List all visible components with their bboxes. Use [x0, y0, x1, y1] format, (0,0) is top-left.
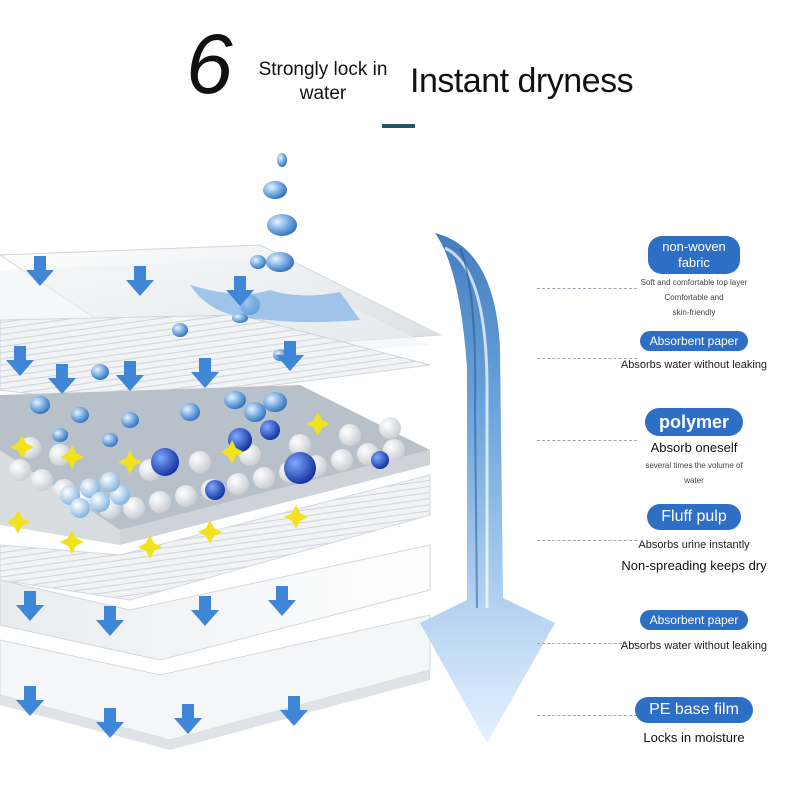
- title-underline: [382, 124, 415, 128]
- layer-description: Non-spreading keeps dry: [621, 558, 767, 573]
- layer-title-pill: Absorbent paper: [639, 610, 749, 630]
- label-fluff-pulp: Fluff pulp Absorbs urine instantly Non-s…: [594, 504, 794, 575]
- layer-description: Absorbs water without leaking: [620, 640, 768, 652]
- connector-line: [537, 288, 637, 289]
- layer-description: Absorb oneself: [650, 440, 738, 455]
- layer-title-pill: polymer: [644, 408, 744, 436]
- layer-title-pill: Absorbent paper: [639, 331, 749, 351]
- connector-line: [537, 358, 637, 359]
- lock-line-1: Strongly lock in: [258, 59, 388, 80]
- connector-line: [537, 540, 637, 541]
- lock-water-text: Strongly lock in water: [252, 58, 394, 106]
- sheet-fluff-pulp: [0, 474, 431, 601]
- layer-description: water: [684, 476, 704, 485]
- layer-description: skin-friendly: [672, 308, 716, 317]
- sparkle-icon: [6, 412, 330, 559]
- sheet-absorbent-paper-top: [0, 314, 431, 406]
- feature-number: 6: [186, 17, 233, 111]
- layer-description: Locks in moisture: [643, 730, 745, 745]
- label-absorbent-paper-bottom: Absorbent paper Absorbs water without le…: [594, 610, 794, 654]
- layer-title-pill: Fluff pulp: [647, 504, 741, 530]
- layer-description: Absorbs water without leaking: [620, 359, 768, 371]
- layer-title-pill: non-woven fabric: [648, 236, 740, 274]
- connector-line: [537, 643, 637, 644]
- layer-description: several times the volume of: [645, 461, 743, 470]
- swollen-beads-cluster: [60, 472, 130, 518]
- layer-description: Soft and comfortable top layer: [640, 278, 748, 287]
- layer-title-line: non-woven: [662, 239, 726, 254]
- label-pe-base-film: PE base film Locks in moisture: [594, 697, 794, 747]
- label-polymer: polymer Absorb oneself several times the…: [594, 408, 794, 487]
- layer-title-line: fabric: [678, 255, 710, 270]
- instant-dryness-title: Instant dryness: [410, 62, 634, 100]
- layer-title-pill: PE base film: [635, 697, 753, 723]
- layer-description: Absorbs urine instantly: [638, 539, 750, 551]
- label-nonwoven: non-woven fabric Soft and comfortable to…: [594, 236, 794, 319]
- layer-illustration: [0, 153, 442, 750]
- connector-line: [537, 440, 637, 441]
- lock-line-2: water: [299, 83, 347, 104]
- header: 6 Strongly lock in water Instant dryness: [0, 0, 800, 130]
- label-absorbent-paper-top: Absorbent paper Absorbs water without le…: [594, 331, 794, 373]
- water-flow-arrow-icon: [420, 233, 555, 743]
- connector-line: [537, 715, 637, 716]
- layer-description: Comfortable and: [664, 293, 724, 302]
